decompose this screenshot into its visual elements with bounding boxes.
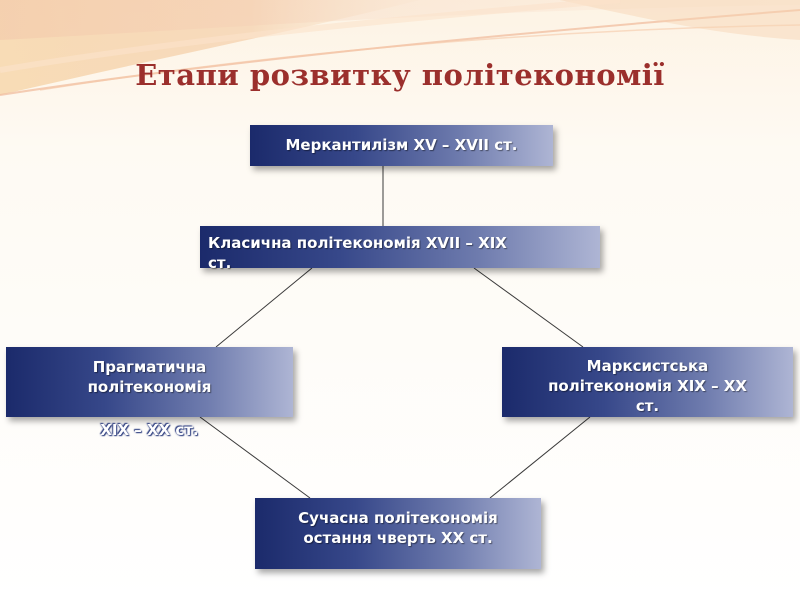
connector-class-prag (215, 267, 313, 348)
node-marxist-line3: ст. (635, 397, 660, 415)
node-modern: Сучасна політекономія остання чверть XX … (255, 498, 541, 569)
page-title: Етапи розвитку політекономії (135, 58, 665, 92)
node-pragmatic-line1: Прагматична (92, 358, 207, 376)
node-classical-line1: Класична політекономія XVII – XIX (208, 234, 507, 252)
connector-prag-mod (199, 416, 311, 499)
node-classical: Класична політекономія XVII – XIX ст. (200, 226, 600, 272)
node-modern-line1: Сучасна політекономія (298, 509, 498, 527)
node-pragmatic: Прагматична політекономія (6, 347, 293, 417)
node-mercantilism-label: Меркантилізм XV – XVII ст. (285, 136, 518, 154)
node-marxist-line1: Марксистська (586, 357, 709, 375)
node-mercantilism: Меркантилізм XV – XVII ст. (250, 125, 553, 166)
node-marxist-line2: політекономія XIX – XX (548, 377, 747, 395)
node-modern-line2: остання чверть XX ст. (303, 529, 493, 547)
node-pragmatic-line2: політекономія (87, 378, 212, 396)
node-classical-line2: ст. (208, 254, 232, 272)
connector-class-marx (473, 267, 584, 348)
node-marxist: Марксистська політекономія XIX – XX ст. (502, 347, 793, 417)
connector-marx-mod (489, 416, 591, 499)
node-pragmatic-line3: XIX – XX ст. (100, 421, 199, 439)
